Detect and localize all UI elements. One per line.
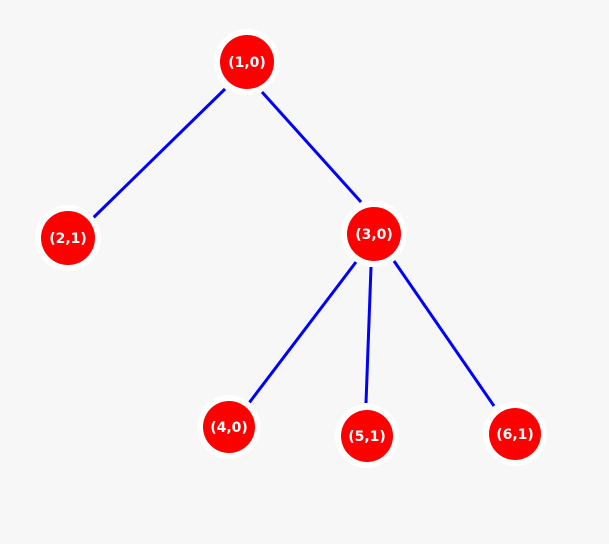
graph-edge-n3-n4 bbox=[247, 261, 358, 404]
node-circle[interactable] bbox=[341, 410, 393, 462]
graph-node-10[interactable]: (1,0) bbox=[214, 29, 280, 95]
graph-node-30[interactable]: (3,0) bbox=[341, 201, 407, 267]
node-circle[interactable] bbox=[203, 401, 255, 453]
node-circle[interactable] bbox=[347, 207, 401, 261]
graph-node-61[interactable]: (6,1) bbox=[483, 402, 547, 466]
graph-edge-n1-n2 bbox=[90, 87, 227, 221]
graph-edge-n3-n6 bbox=[392, 260, 496, 407]
edges-layer bbox=[90, 87, 496, 407]
graph-node-21[interactable]: (2,1) bbox=[35, 205, 101, 271]
nodes-layer: (1,0) (2,1) (3,0) (4,0) (5,1) (6,1) bbox=[35, 29, 547, 468]
graph-edge-n3-n5 bbox=[364, 266, 373, 404]
node-circle[interactable] bbox=[220, 35, 274, 89]
node-circle[interactable] bbox=[41, 211, 95, 265]
node-circle[interactable] bbox=[489, 408, 541, 460]
graph-edge-n1-n3 bbox=[260, 90, 363, 204]
graph-node-40[interactable]: (4,0) bbox=[197, 395, 261, 459]
graph-node-51[interactable]: (5,1) bbox=[335, 404, 399, 468]
